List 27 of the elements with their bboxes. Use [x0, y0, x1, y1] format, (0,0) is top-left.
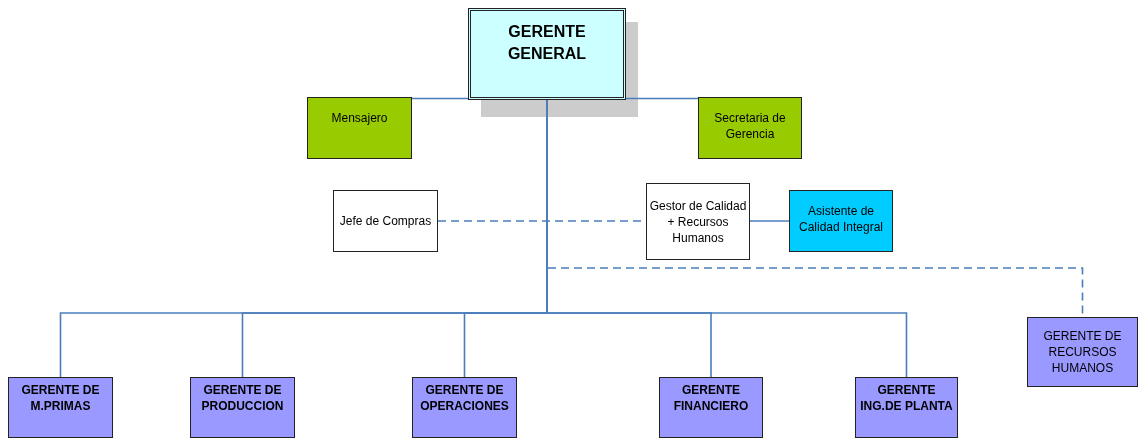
box-label: GERENTE DE RECURSOS HUMANOS [1042, 328, 1123, 376]
org-box [698, 97, 802, 159]
connector [749, 220, 790, 222]
org-box [8, 377, 113, 438]
org-box [468, 8, 626, 100]
box-label: Mensajero [331, 110, 388, 126]
box-label: Asistente de Calidad Integral [797, 203, 885, 235]
box-label: Secretaria de Gerencia [713, 110, 787, 142]
connector [411, 97, 469, 100]
box-label: GERENTE DE PRODUCCION [200, 382, 285, 414]
org-box [412, 377, 517, 438]
org-box [307, 97, 412, 159]
org-box [1027, 317, 1138, 387]
connector [625, 97, 699, 100]
org-box [659, 377, 763, 438]
org-box [646, 183, 750, 260]
box-label: GERENTE GENERAL [506, 22, 588, 64]
org-box [789, 190, 893, 252]
box-label: GERENTE ING.DE PLANTA [859, 382, 954, 414]
org-box [190, 377, 295, 438]
box-label: Gestor de Calidad + Recursos Humanos [649, 197, 747, 246]
box-label: GERENTE FINANCIERO [672, 382, 750, 414]
org-box [333, 190, 438, 252]
box-label: Jefe de Compras [339, 213, 432, 229]
box-label: GERENTE DE OPERACIONES [419, 382, 510, 414]
org-box [855, 377, 958, 438]
box-label: GERENTE DE M.PRIMAS [20, 382, 101, 414]
